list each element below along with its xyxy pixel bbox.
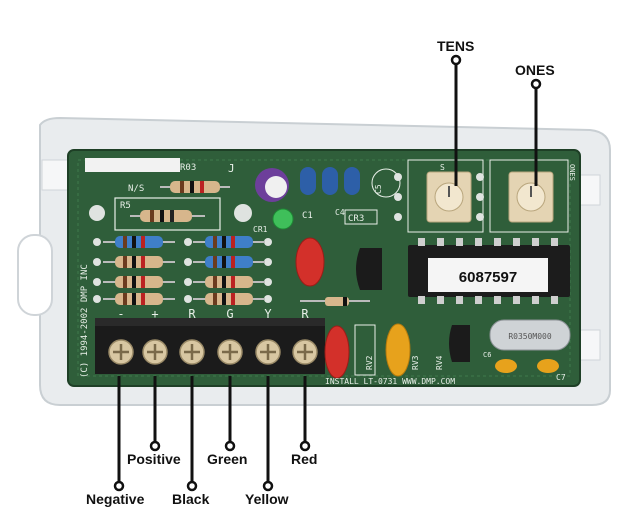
- callout-line: [186, 376, 198, 492]
- c4-label: C4: [335, 208, 345, 217]
- screw-icon[interactable]: [217, 339, 243, 365]
- black-label: Black: [172, 491, 210, 507]
- resistor-icon: [103, 256, 175, 268]
- resistor-icon: [193, 256, 265, 268]
- screw-icon[interactable]: [292, 339, 318, 365]
- screw-icon[interactable]: [142, 339, 168, 365]
- resistor-icon: [130, 210, 205, 222]
- ones-label: ONES: [515, 62, 555, 78]
- callout-line: [262, 376, 274, 492]
- resistor-icon: [193, 276, 265, 288]
- varistor: [324, 325, 350, 379]
- terminal-letter: G: [226, 307, 233, 321]
- j-label: J: [228, 162, 235, 175]
- screw-icon[interactable]: [255, 339, 281, 365]
- varistor: [295, 237, 325, 287]
- chip-label: 6087597: [459, 269, 517, 286]
- varistor: [385, 323, 411, 377]
- c6-label: C6: [483, 351, 491, 359]
- callout-line: [224, 376, 236, 452]
- cr3-label: CR3: [348, 214, 364, 224]
- callout-line: [450, 54, 462, 186]
- c1-label: C1: [302, 211, 313, 221]
- rotary-switch-icon: [508, 171, 554, 223]
- diode: [300, 297, 370, 306]
- rv4-label: RV4: [435, 355, 444, 370]
- rotary-switch-icon: [426, 171, 472, 223]
- capacitor-icon: [255, 168, 289, 202]
- led-icon: [272, 208, 294, 230]
- terminal-letter: R: [188, 307, 196, 321]
- negative-label: Negative: [86, 491, 145, 507]
- resistor-icon: [193, 236, 265, 248]
- rv3-label: RV3: [411, 355, 420, 370]
- c7-label: C7: [556, 373, 566, 382]
- red-label: Red: [291, 451, 318, 467]
- callout-line: [113, 376, 125, 492]
- resistor-icon: [103, 236, 175, 248]
- terminal-block: [95, 318, 325, 374]
- r5-label: R5: [120, 201, 131, 211]
- green-label: Green: [207, 451, 248, 467]
- callout-line: [530, 78, 542, 186]
- resistor-icon: [103, 276, 175, 288]
- r03-label: R03: [180, 163, 196, 173]
- screw-icon[interactable]: [108, 339, 134, 365]
- callout-line: [149, 376, 161, 452]
- terminal-letter: R: [301, 307, 309, 321]
- terminal-letter: +: [151, 307, 158, 321]
- tens-label: TENS: [437, 38, 475, 54]
- crystal-label: R0350M000: [508, 332, 552, 341]
- resistor-icon: [103, 293, 175, 305]
- yellow-label: Yellow: [245, 491, 289, 507]
- terminal-letter: Y: [264, 307, 272, 321]
- install-text: INSTALL LT-0731 WWW.DMP.COM: [325, 377, 455, 386]
- resistor-icon: [160, 181, 230, 193]
- crystal-oscillator: R0350M000: [489, 319, 571, 351]
- mounting-slot: [17, 234, 53, 316]
- s-label: S: [440, 163, 445, 172]
- positive-label: Positive: [127, 451, 181, 467]
- ones-silk: ONES: [568, 164, 576, 181]
- callout-line: [299, 376, 311, 452]
- capacitor-icon: [300, 167, 360, 195]
- screw-icon[interactable]: [179, 339, 205, 365]
- ns-label: N/S: [128, 184, 144, 194]
- copyright-text: (C) 1994-2002 DMP INC: [80, 264, 90, 378]
- microcontroller-chip: 6087597: [408, 245, 570, 297]
- resistor-bank: [93, 236, 272, 305]
- rv2-label: RV2: [365, 355, 374, 370]
- c5-label: C5: [374, 184, 383, 194]
- cr1-label: CR1: [253, 225, 268, 234]
- resistor-icon: [193, 293, 265, 305]
- terminal-letter: -: [117, 307, 124, 321]
